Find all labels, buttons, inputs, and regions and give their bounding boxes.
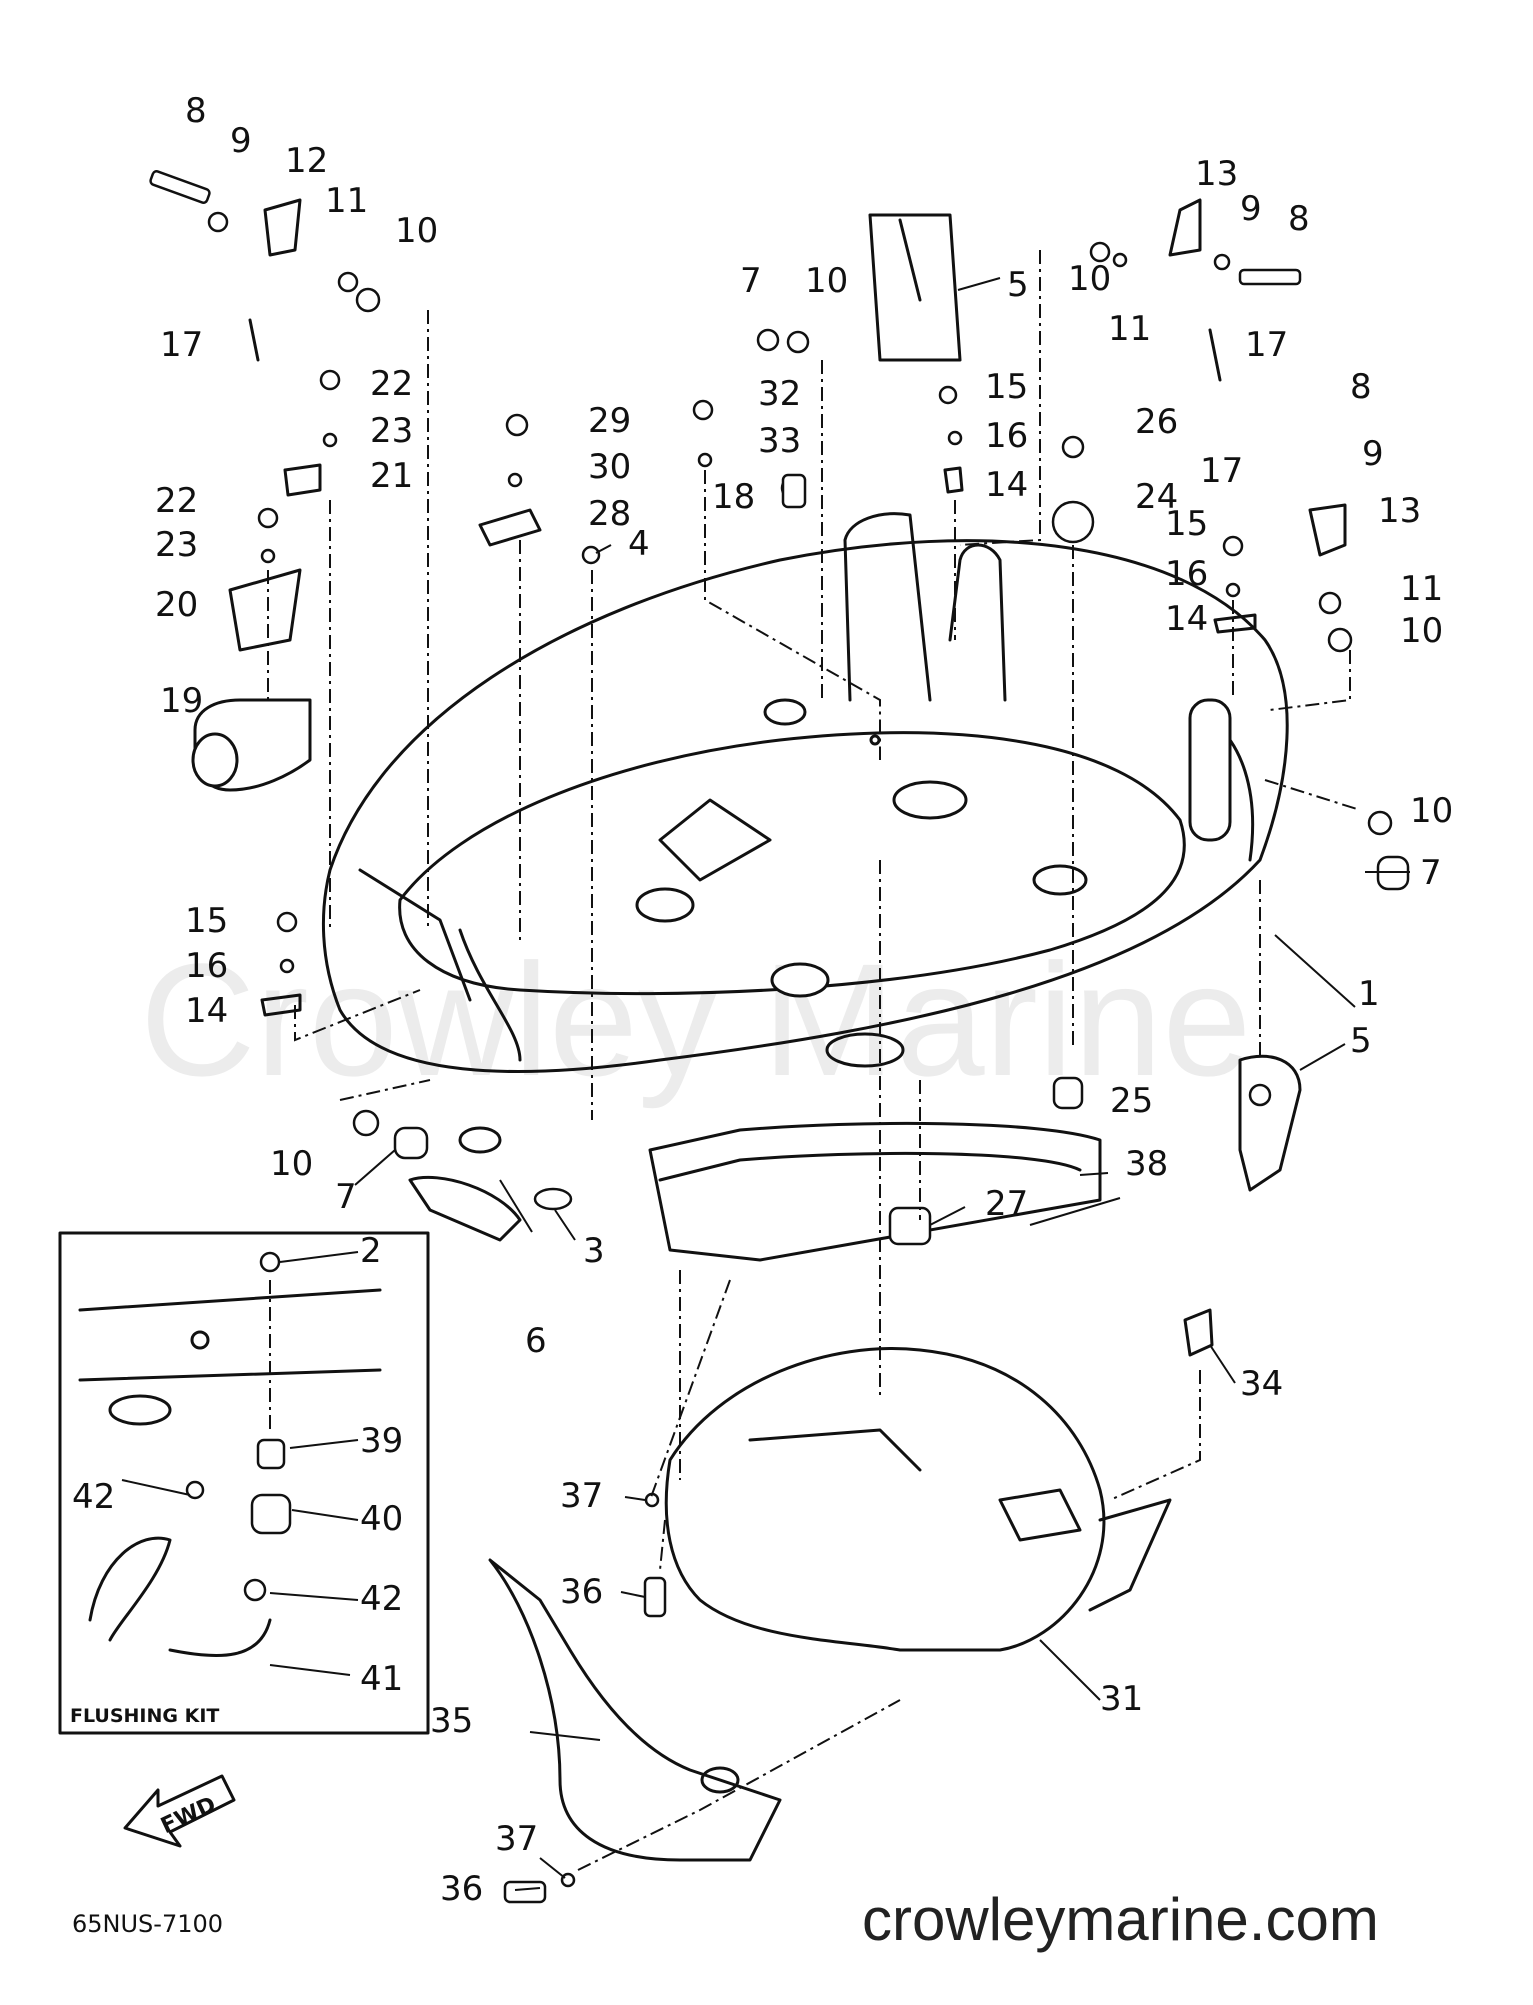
callout-33: 33 bbox=[758, 421, 801, 461]
callout-15-upper: 15 bbox=[985, 367, 1028, 407]
callout-23-lower: 23 bbox=[155, 525, 198, 565]
callout-10-top-right: 10 bbox=[1068, 259, 1111, 299]
callout-19: 19 bbox=[160, 681, 203, 721]
callout-16-upper: 16 bbox=[985, 416, 1028, 456]
callout-17-right: 17 bbox=[1200, 451, 1243, 491]
callout-9-right: 9 bbox=[1362, 434, 1384, 474]
callout-41: 41 bbox=[360, 1659, 403, 1699]
callout-24: 24 bbox=[1135, 477, 1178, 517]
callout-31: 31 bbox=[1100, 1679, 1143, 1719]
callout-7-lower-left: 7 bbox=[335, 1177, 357, 1217]
callout-42-lower: 42 bbox=[360, 1579, 403, 1619]
callout-10-far-right: 10 bbox=[1410, 791, 1453, 831]
callout-11-top-left: 11 bbox=[325, 181, 368, 221]
bottom-cowling bbox=[321, 539, 1289, 1074]
callout-17-top-right: 17 bbox=[1245, 325, 1288, 365]
leader-lines bbox=[121, 277, 1410, 1891]
callout-40: 40 bbox=[360, 1499, 403, 1539]
callout-10-top-left: 10 bbox=[395, 211, 438, 251]
callout-1: 1 bbox=[1358, 974, 1380, 1014]
callout-18: 18 bbox=[712, 477, 755, 517]
callout-37-upper: 37 bbox=[560, 1476, 603, 1516]
callout-5-right: 5 bbox=[1350, 1021, 1372, 1061]
callout-34: 34 bbox=[1240, 1364, 1283, 1404]
callout-4: 4 bbox=[628, 524, 650, 564]
callout-39: 39 bbox=[360, 1421, 403, 1461]
callout-29: 29 bbox=[588, 401, 631, 441]
bracket-6 bbox=[408, 1126, 522, 1242]
floor-details bbox=[635, 698, 1088, 998]
flushing-kit-title: FLUSHING KIT bbox=[70, 1705, 219, 1727]
callout-21: 21 bbox=[370, 456, 413, 496]
callout-8-right: 8 bbox=[1350, 367, 1372, 407]
callout-16-right: 16 bbox=[1165, 554, 1208, 594]
callout-10-right: 10 bbox=[1400, 611, 1443, 651]
callout-13-top: 13 bbox=[1195, 154, 1238, 194]
callout-11-right: 11 bbox=[1400, 569, 1443, 609]
callout-8-top-left: 8 bbox=[185, 91, 207, 131]
callout-25: 25 bbox=[1110, 1081, 1153, 1121]
callout-6: 6 bbox=[525, 1321, 547, 1361]
mount-tower bbox=[843, 213, 1007, 702]
callout-22-lower: 22 bbox=[155, 481, 198, 521]
callout-12: 12 bbox=[285, 141, 328, 181]
fwd-label: FWD bbox=[157, 1792, 220, 1839]
callout-15-right: 15 bbox=[1165, 504, 1208, 544]
callout-17-top-left: 17 bbox=[160, 325, 203, 365]
callout-22-upper: 22 bbox=[370, 364, 413, 404]
callout-16-left: 16 bbox=[185, 946, 228, 986]
switch-assembly bbox=[191, 568, 312, 792]
diagram-code: 65NUS-7100 bbox=[72, 1910, 223, 1938]
callout-11-top-right: 11 bbox=[1108, 309, 1151, 349]
callout-7-top: 7 bbox=[740, 261, 762, 301]
callout-28: 28 bbox=[588, 494, 631, 534]
callout-30: 30 bbox=[588, 447, 631, 487]
fwd-arrow-icon: FWD bbox=[123, 1774, 236, 1848]
callout-9-top-left: 9 bbox=[230, 121, 252, 161]
callout-20: 20 bbox=[155, 585, 198, 625]
callout-14-right: 14 bbox=[1165, 599, 1208, 639]
callout-38: 38 bbox=[1125, 1144, 1168, 1184]
callout-15-left: 15 bbox=[185, 901, 228, 941]
callout-10-lower-left: 10 bbox=[270, 1144, 313, 1184]
callout-32: 32 bbox=[758, 374, 801, 414]
flushing-kit-inset: FLUSHING KIT bbox=[58, 1231, 430, 1735]
callout-14-upper: 14 bbox=[985, 465, 1028, 505]
site-name: crowleymarine.com bbox=[862, 1886, 1379, 1953]
callout-35: 35 bbox=[430, 1701, 473, 1741]
callout-42-upper: 42 bbox=[72, 1477, 115, 1517]
callout-10-top: 10 bbox=[805, 261, 848, 301]
callouts: 8 9 12 11 10 17 22 23 21 22 23 20 19 29 … bbox=[72, 91, 1453, 1909]
callout-14-left: 14 bbox=[185, 991, 228, 1031]
callout-5-top: 5 bbox=[1007, 265, 1029, 305]
callout-36-upper: 36 bbox=[560, 1572, 603, 1612]
callout-8-top-right: 8 bbox=[1288, 199, 1310, 239]
callout-36-lower: 36 bbox=[440, 1869, 483, 1909]
callout-7-right: 7 bbox=[1420, 853, 1442, 893]
callout-9-top-right: 9 bbox=[1240, 189, 1262, 229]
bracket-5 bbox=[1238, 1054, 1302, 1192]
callout-13-right: 13 bbox=[1378, 491, 1421, 531]
callout-37-lower: 37 bbox=[495, 1819, 538, 1859]
lower-parts bbox=[488, 1121, 1172, 1862]
callout-26: 26 bbox=[1135, 402, 1178, 442]
watermark: Crowley Marine bbox=[140, 930, 1251, 1109]
callout-27: 27 bbox=[985, 1184, 1028, 1224]
assembly-lines bbox=[267, 250, 1361, 1871]
callout-2: 2 bbox=[360, 1231, 382, 1271]
callout-3: 3 bbox=[583, 1231, 605, 1271]
callout-23-upper: 23 bbox=[370, 411, 413, 451]
